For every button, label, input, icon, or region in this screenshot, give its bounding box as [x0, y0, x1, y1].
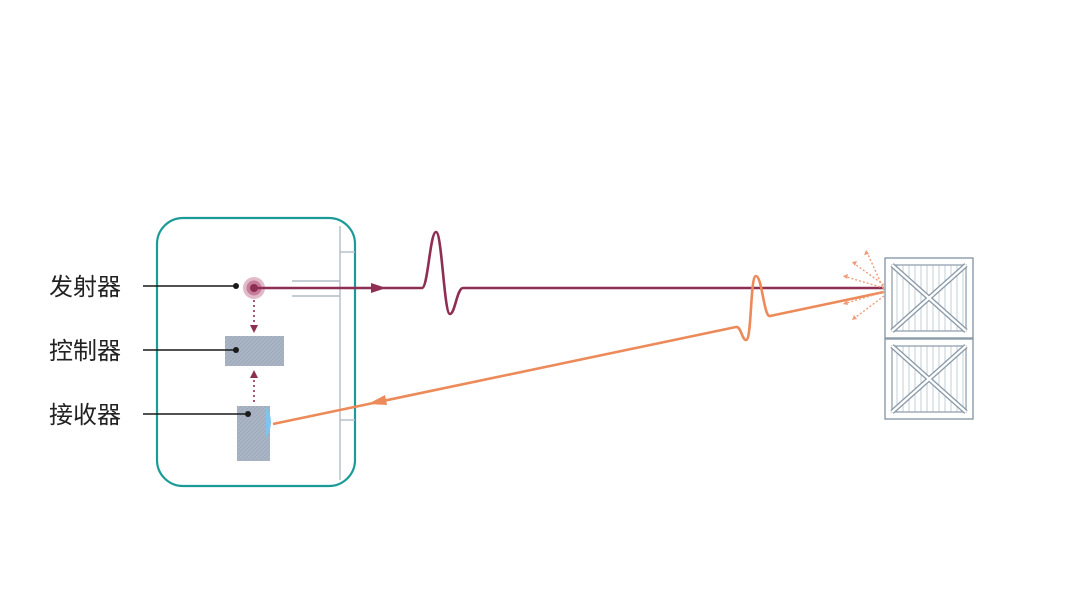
emitted-beam-arrowhead — [371, 283, 386, 293]
sensor-housing — [155, 216, 357, 488]
returned-beam-arrowhead — [368, 395, 387, 405]
emitter-to-controller-arrow — [250, 300, 258, 333]
housing-window — [292, 226, 355, 480]
emitter-label: 发射器 — [49, 273, 121, 301]
scatter-rays — [842, 249, 885, 321]
emitted-beam — [254, 230, 884, 316]
returned-beam — [272, 274, 885, 426]
receiver-label: 接收器 — [49, 401, 121, 429]
receiver-to-controller-arrow — [250, 370, 258, 402]
wooden-crate-icon — [884, 257, 974, 420]
receiver-box — [237, 406, 270, 461]
scatter-ray-tips — [843, 250, 869, 320]
controller-label: 控制器 — [49, 337, 121, 365]
leader-dots — [233, 283, 251, 417]
receiver-lens — [266, 406, 271, 438]
leader-lines — [143, 285, 248, 415]
